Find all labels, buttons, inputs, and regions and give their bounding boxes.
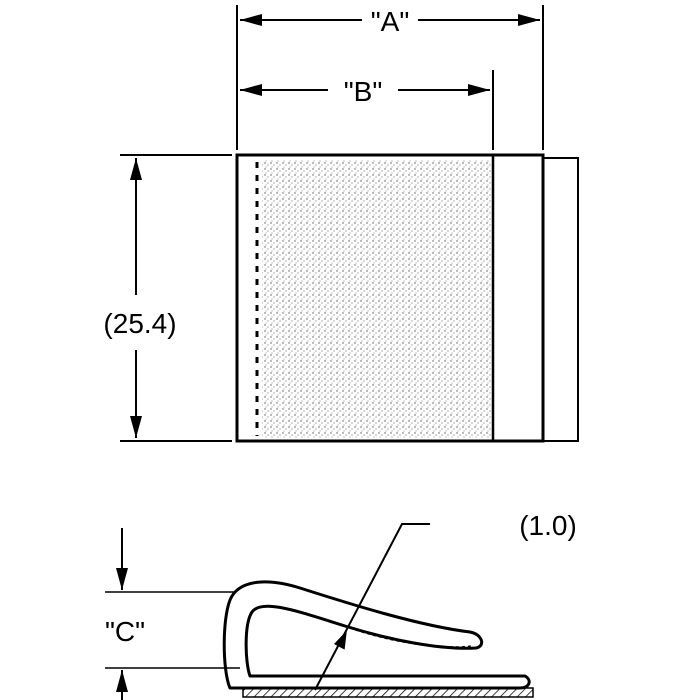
dim-thickness-label: (1.0) (519, 510, 577, 541)
dim-a-label: "A" (371, 6, 410, 37)
dim-b-label: "B" (344, 76, 383, 107)
arrowhead-left-icon (240, 14, 262, 26)
clip-profile (222, 580, 531, 690)
arrowhead-up-icon (116, 670, 128, 692)
arrowhead-up-icon (130, 158, 142, 180)
leader-arrowhead-icon (334, 630, 347, 650)
arrowhead-left-icon (240, 84, 262, 96)
adhesive-base-hatched (242, 687, 534, 698)
arrowhead-right-icon (518, 14, 540, 26)
arrowhead-down-icon (130, 416, 142, 438)
side-view: "C" (1.0) (105, 510, 577, 700)
thickness-leader-line (314, 523, 430, 691)
arrowhead-down-icon (116, 568, 128, 590)
dimension-b: "B" (240, 70, 494, 150)
clip-grip-texture (349, 627, 473, 648)
dimension-a: "A" (236, 5, 544, 150)
top-view (235, 153, 579, 443)
adhesive-pad-area (262, 160, 493, 438)
dim-height-label: (25.4) (103, 308, 176, 339)
clip-back-flange (542, 157, 579, 442)
dim-c-label: "C" (105, 616, 145, 647)
arrowhead-right-icon (468, 84, 490, 96)
dimension-height: (25.4) (103, 154, 232, 442)
